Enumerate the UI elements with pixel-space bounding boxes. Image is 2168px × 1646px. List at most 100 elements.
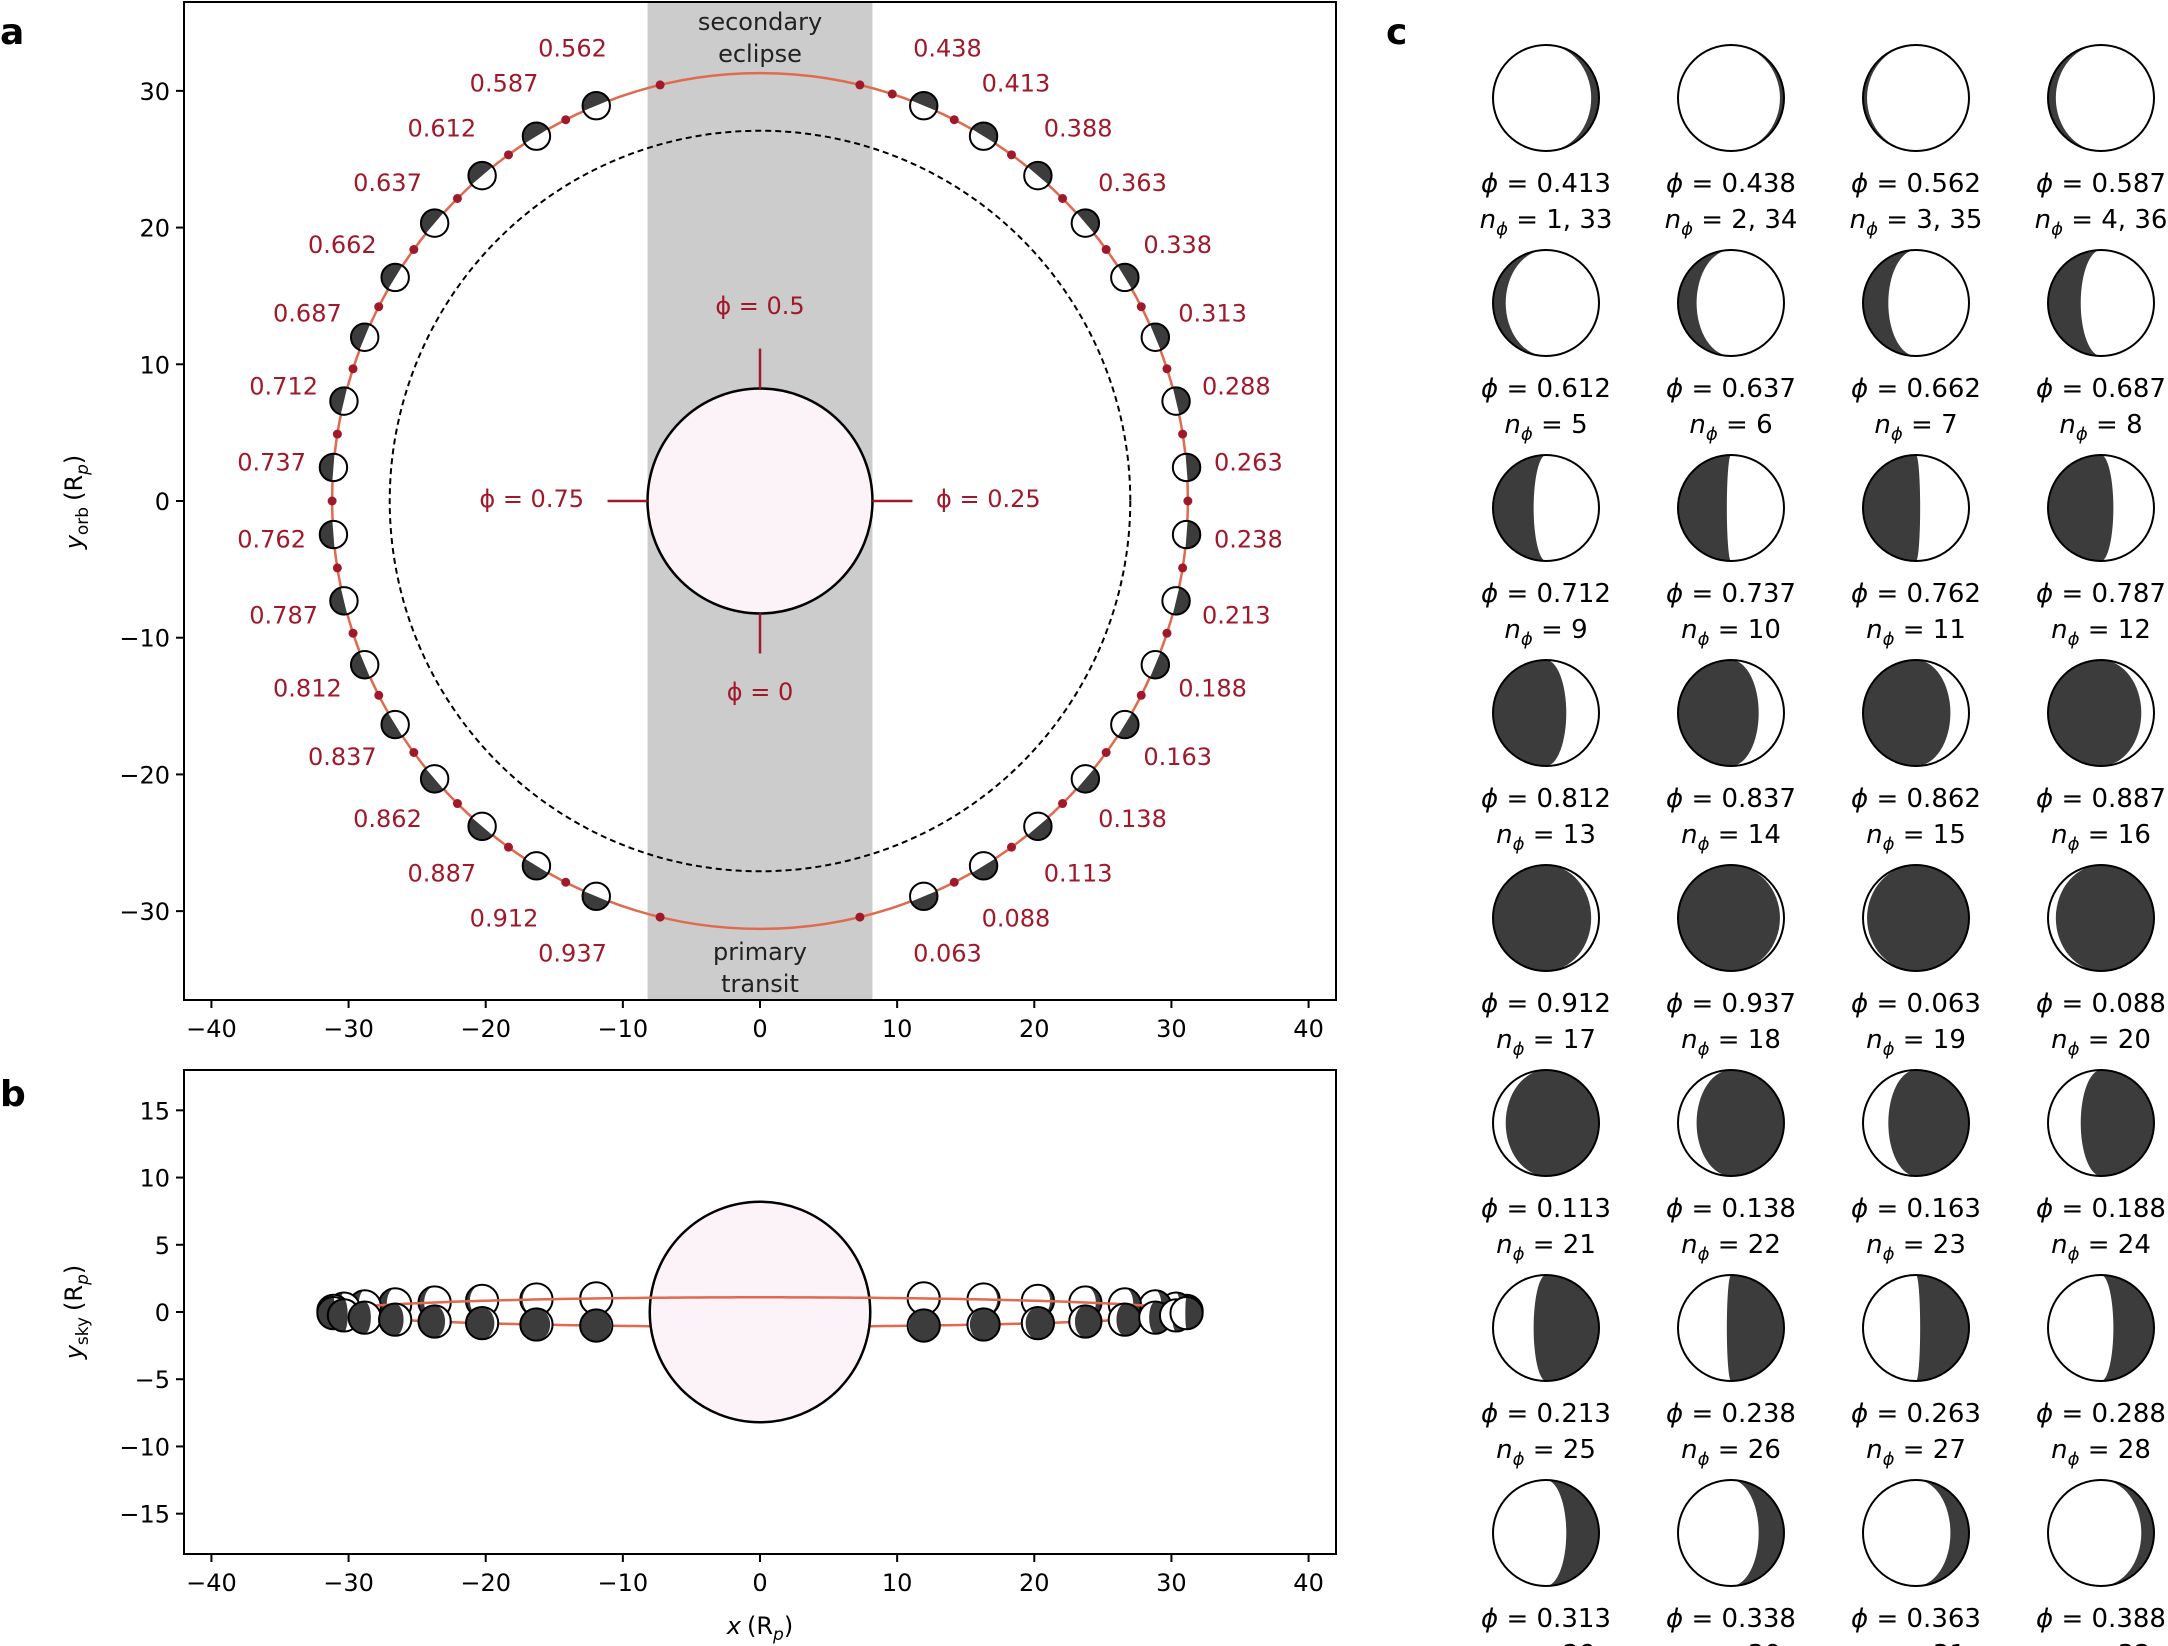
panel-label-c: c [1386, 12, 1407, 53]
planet-day-side [332, 453, 348, 482]
planet [2047, 1479, 2155, 1587]
planet-day-side [1162, 587, 1180, 615]
planet [1677, 1069, 1785, 1177]
planet-night-side [2048, 660, 2154, 766]
planet [1862, 44, 1970, 152]
planet-night-side [465, 1307, 499, 1340]
planet-outline [906, 1308, 941, 1343]
inner-orbit-circle [388, 129, 1132, 873]
planet-outline [521, 121, 552, 151]
planet [1023, 160, 1053, 191]
phase-cell-n-label: nϕ = 29 [1496, 1640, 1596, 1646]
phase-label: 0.737 [237, 449, 306, 477]
planet-outline [318, 519, 349, 550]
x-tick-label: 0 [752, 1015, 767, 1043]
phase-cell-phi-label: ϕ = 0.587 [2036, 169, 2166, 199]
planet [521, 851, 552, 881]
planet-day-side [1024, 166, 1049, 190]
planet-outline [1068, 1304, 1103, 1339]
planet-markers [318, 90, 1202, 912]
phase-cell-phi-label: ϕ = 0.088 [2036, 989, 2166, 1019]
panel-label-b: b [0, 1074, 26, 1115]
planet-day-side [1678, 1070, 1731, 1176]
planet-outline [1677, 249, 1785, 357]
planet [1161, 586, 1191, 616]
planet-outline [521, 851, 552, 881]
phase-label: 0.263 [1214, 449, 1283, 477]
phase-label: 0.288 [1202, 373, 1271, 401]
planet-outline [1023, 160, 1053, 191]
planet [968, 851, 999, 881]
y-tick-label: 20 [139, 215, 170, 243]
phase-cell-n-label: nϕ = 21 [1496, 1230, 1596, 1265]
planet-day-side [482, 1307, 499, 1340]
planet-day-side [1069, 1305, 1086, 1338]
planet [519, 1307, 554, 1342]
phase-cell-n-label: nϕ = 11 [1866, 615, 1966, 650]
phase-cell-n-label: nϕ = 14 [1681, 820, 1781, 855]
planet-day-side [2048, 1070, 2101, 1176]
phase-cell-phi-label: ϕ = 0.662 [1851, 374, 1981, 404]
planet-day-side [536, 1308, 553, 1341]
planet-day-side [2048, 1480, 2142, 1586]
planet-outline [1171, 519, 1202, 550]
phase-cell-phi-label: ϕ = 0.762 [1851, 579, 1981, 609]
phase-cell: ϕ = 0.363nϕ = 31 [1851, 1479, 1981, 1646]
planet-day-side [1493, 1070, 1546, 1176]
phase-cell-phi-label: ϕ = 0.887 [2036, 784, 2166, 814]
phase-cell-n-label: nϕ = 16 [2051, 820, 2151, 855]
phase-cell-n-label: nϕ = 13 [1496, 820, 1596, 855]
planet-outline [380, 709, 410, 740]
planet [2047, 249, 2155, 357]
x-tick-label: −10 [598, 1569, 649, 1597]
phase-cell: ϕ = 0.338nϕ = 30 [1666, 1479, 1796, 1646]
planet-night-side [1678, 865, 1784, 971]
phase-label: 0.637 [353, 169, 422, 197]
planet [1862, 249, 1970, 357]
planet-outline [2047, 864, 2155, 972]
planet-outline [1020, 1306, 1056, 1341]
planet [349, 322, 380, 352]
orbit-dot [348, 364, 358, 374]
planet [1023, 811, 1053, 842]
orbit-dot [949, 877, 959, 887]
planet-day-side [1863, 1480, 1951, 1586]
phase-label: 0.562 [538, 34, 607, 62]
planet-night-side [2048, 865, 2154, 971]
planet-outline [1492, 1479, 1600, 1587]
planet-day-side [1493, 45, 1592, 151]
planet-day-side [1678, 1480, 1759, 1586]
planet-day-side [340, 387, 358, 415]
phase-cell-phi-label: ϕ = 0.837 [1666, 784, 1796, 814]
phase-cell-phi-label: ϕ = 0.338 [1666, 1604, 1796, 1634]
planet-outline [1862, 659, 1970, 767]
planet [968, 121, 999, 151]
phase-cell-n-label: nϕ = 9 [1504, 615, 1587, 650]
phase-cell-n-label: nϕ = 7 [1874, 410, 1957, 445]
planet [581, 881, 611, 912]
orbit-dot [503, 842, 513, 852]
planet [1070, 208, 1101, 238]
planet [1677, 1479, 1785, 1587]
planet [318, 519, 349, 550]
orbit-dot [374, 302, 384, 312]
orbit-dot [452, 193, 462, 203]
planet-night-side [1863, 865, 1969, 971]
planet-day-side [1141, 324, 1161, 351]
planet-outline [349, 650, 380, 680]
orbit-dot [409, 748, 419, 758]
planet-night-side [907, 1309, 940, 1342]
orbit-dot [1007, 150, 1017, 160]
planet-outline [349, 322, 380, 352]
planet [2047, 864, 2155, 972]
phase-cell-n-label: nϕ = 3, 35 [1850, 205, 1983, 240]
y-tick-label: −10 [119, 625, 170, 653]
planet-outline [2047, 659, 2155, 767]
orbit-dot [855, 80, 865, 90]
x-tick-label: −30 [323, 1569, 374, 1597]
